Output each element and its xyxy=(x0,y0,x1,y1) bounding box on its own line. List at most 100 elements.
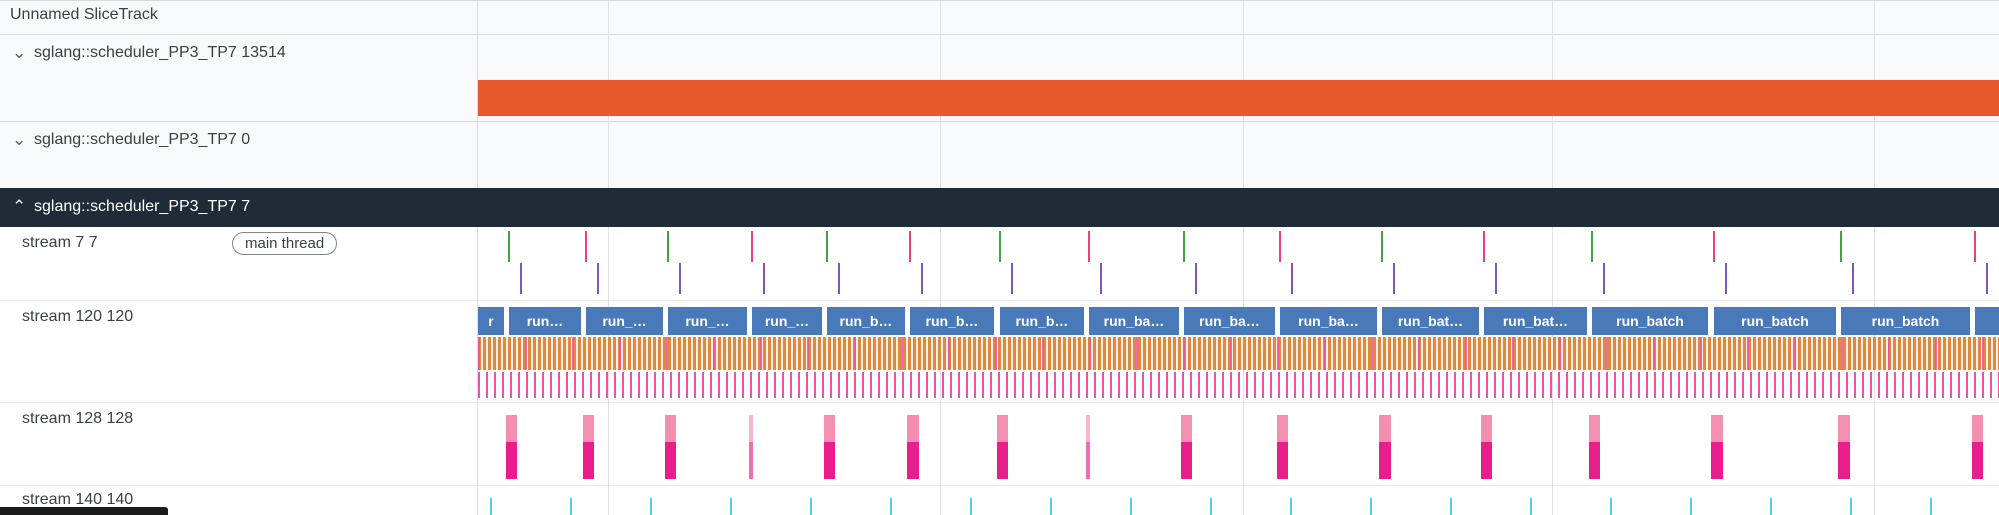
pink-marker-slice[interactable] xyxy=(1483,231,1485,262)
pink-slice-bar[interactable] xyxy=(665,415,676,479)
track-stream-128[interactable]: stream 128 128 xyxy=(0,403,1999,486)
pink-slice-bar[interactable] xyxy=(1277,415,1288,479)
track-name-cell[interactable]: Unnamed SliceTrack xyxy=(0,1,478,34)
run-batch-slice[interactable]: run_ba… xyxy=(1089,307,1179,335)
stream-7-lane[interactable] xyxy=(478,227,1999,300)
run-batch-slice[interactable]: run_bat… xyxy=(1484,307,1587,335)
run-batch-slice[interactable]: run_b… xyxy=(910,307,994,335)
teal-tick-slice[interactable] xyxy=(1130,498,1132,515)
summary-slice-bar[interactable] xyxy=(478,80,1999,116)
track-row-unnamed-slicetrack[interactable]: Unnamed SliceTrack xyxy=(0,1,1999,35)
teal-tick-slice[interactable] xyxy=(1450,498,1452,515)
pink-slice-bar[interactable] xyxy=(997,415,1008,479)
teal-tick-slice[interactable] xyxy=(1290,498,1292,515)
run-batch-slice[interactable]: run_bat… xyxy=(1382,307,1479,335)
teal-tick-slice[interactable] xyxy=(490,498,492,515)
dense-nested-slices-band[interactable] xyxy=(478,337,1999,370)
pink-slice-bar[interactable] xyxy=(749,415,753,479)
teal-tick-slice[interactable] xyxy=(1210,498,1212,515)
track-lane[interactable] xyxy=(478,1,1999,34)
pink-slice-bar[interactable] xyxy=(506,415,517,479)
pink-slice-bar[interactable] xyxy=(1972,415,1983,479)
teal-tick-slice[interactable] xyxy=(1530,498,1532,515)
purple-marker-slice[interactable] xyxy=(1393,263,1395,294)
pink-slice-bar[interactable] xyxy=(907,415,919,479)
teal-tick-slice[interactable] xyxy=(1610,498,1612,515)
purple-marker-slice[interactable] xyxy=(1495,263,1497,294)
chevron-up-icon[interactable]: ⌃ xyxy=(12,197,27,216)
pink-marker-slice[interactable] xyxy=(1713,231,1715,262)
track-group-7-header[interactable]: ⌃sglang::scheduler_PP3_TP7 7 xyxy=(0,188,1999,227)
pink-marker-slice[interactable] xyxy=(751,231,753,262)
run-batch-slice[interactable]: run_… xyxy=(752,307,822,335)
pink-marker-slice[interactable] xyxy=(585,231,587,262)
pink-marker-slice[interactable] xyxy=(1279,231,1281,262)
run-batch-slice[interactable]: run_b… xyxy=(1000,307,1084,335)
purple-marker-slice[interactable] xyxy=(763,263,765,294)
pink-slice-bar[interactable] xyxy=(583,415,594,479)
track-lane[interactable] xyxy=(478,188,1999,227)
track-lane[interactable] xyxy=(478,122,1999,188)
green-marker-slice[interactable] xyxy=(1183,231,1185,262)
teal-tick-slice[interactable] xyxy=(570,498,572,515)
track-lane[interactable] xyxy=(478,35,1999,121)
purple-marker-slice[interactable] xyxy=(679,263,681,294)
chevron-down-icon[interactable]: ⌄ xyxy=(12,43,27,62)
teal-tick-slice[interactable] xyxy=(1050,498,1052,515)
green-marker-slice[interactable] xyxy=(826,231,828,262)
pink-slice-bar[interactable] xyxy=(1481,415,1492,479)
purple-marker-slice[interactable] xyxy=(597,263,599,294)
green-marker-slice[interactable] xyxy=(1840,231,1842,262)
pink-slice-bar[interactable] xyxy=(1589,415,1600,479)
purple-marker-slice[interactable] xyxy=(1291,263,1293,294)
stream-140-lane[interactable] xyxy=(478,486,1999,515)
track-name-cell[interactable]: stream 7 7 main thread xyxy=(0,227,478,300)
track-name-cell[interactable]: ⌄sglang::scheduler_PP3_TP7 13514 xyxy=(0,35,478,121)
track-stream-140[interactable]: stream 140 140 xyxy=(0,486,1999,515)
chevron-down-icon[interactable]: ⌄ xyxy=(12,130,27,149)
pink-slice-bar[interactable] xyxy=(1379,415,1391,479)
track-name-cell[interactable]: ⌃sglang::scheduler_PP3_TP7 7 xyxy=(0,188,478,227)
pink-marker-slice[interactable] xyxy=(1088,231,1090,262)
pink-marker-slice[interactable] xyxy=(1974,231,1976,262)
track-name-cell[interactable]: ⌄sglang::scheduler_PP3_TP7 0 xyxy=(0,122,478,188)
teal-tick-slice[interactable] xyxy=(1770,498,1772,515)
run-batch-slice[interactable]: run_ba… xyxy=(1280,307,1377,335)
purple-marker-slice[interactable] xyxy=(1100,263,1102,294)
teal-tick-slice[interactable] xyxy=(1370,498,1372,515)
run-batch-slice[interactable]: run_batch xyxy=(1841,307,1970,335)
green-marker-slice[interactable] xyxy=(508,231,510,262)
pink-slice-bar[interactable] xyxy=(824,415,835,479)
dense-flow-ticks-band[interactable] xyxy=(478,372,1999,398)
run-batch-slice[interactable]: run… xyxy=(509,307,581,335)
purple-marker-slice[interactable] xyxy=(838,263,840,294)
run-batch-slice[interactable]: run_b… xyxy=(827,307,905,335)
green-marker-slice[interactable] xyxy=(667,231,669,262)
teal-tick-slice[interactable] xyxy=(1690,498,1692,515)
run-batch-slice[interactable]: run_… xyxy=(586,307,663,335)
teal-tick-slice[interactable] xyxy=(650,498,652,515)
purple-marker-slice[interactable] xyxy=(1725,263,1727,294)
run-batch-slice[interactable] xyxy=(1975,307,1999,335)
pink-slice-bar[interactable] xyxy=(1086,415,1090,479)
teal-tick-slice[interactable] xyxy=(1850,498,1852,515)
teal-tick-slice[interactable] xyxy=(970,498,972,515)
purple-marker-slice[interactable] xyxy=(1011,263,1013,294)
run-batch-slice[interactable]: run_… xyxy=(668,307,747,335)
pink-marker-slice[interactable] xyxy=(909,231,911,262)
track-stream-7[interactable]: stream 7 7 main thread xyxy=(0,227,1999,301)
green-marker-slice[interactable] xyxy=(999,231,1001,262)
track-name-cell[interactable]: stream 128 128 xyxy=(0,403,478,485)
run-batch-slice[interactable]: r xyxy=(478,307,504,335)
green-marker-slice[interactable] xyxy=(1591,231,1593,262)
run-batch-slice[interactable]: run_batch xyxy=(1592,307,1708,335)
track-name-cell[interactable]: stream 140 140 xyxy=(0,486,478,515)
run-batch-slice[interactable]: run_batch xyxy=(1714,307,1836,335)
teal-tick-slice[interactable] xyxy=(890,498,892,515)
purple-marker-slice[interactable] xyxy=(520,263,522,294)
pink-slice-bar[interactable] xyxy=(1181,415,1192,479)
teal-tick-slice[interactable] xyxy=(810,498,812,515)
purple-marker-slice[interactable] xyxy=(921,263,923,294)
purple-marker-slice[interactable] xyxy=(1852,263,1854,294)
